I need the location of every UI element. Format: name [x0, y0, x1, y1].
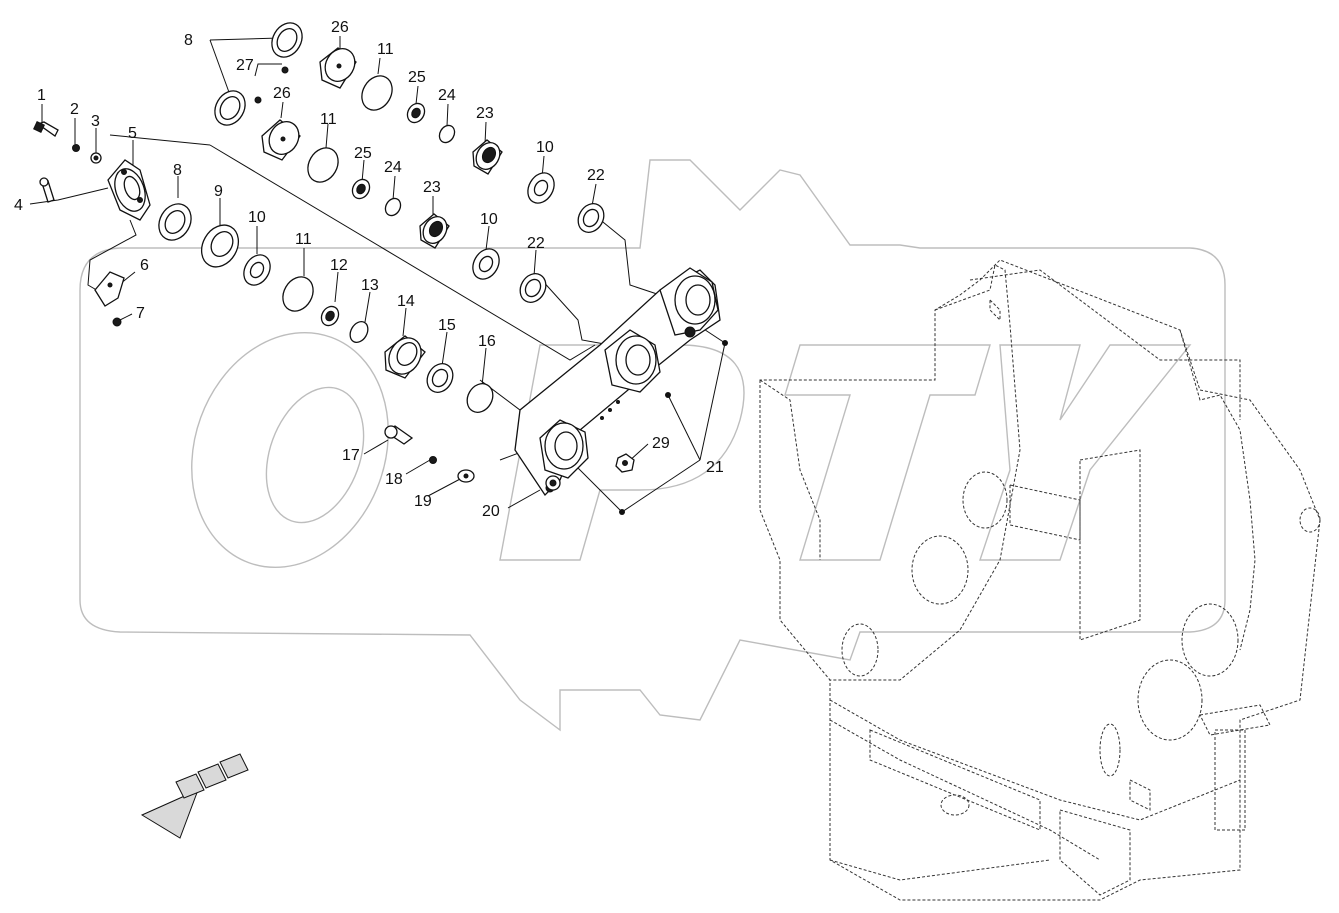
callout-6: 6	[140, 257, 149, 274]
part-ring-24a	[438, 124, 456, 144]
callout-5: 5	[128, 125, 137, 142]
watermark-logo	[79, 159, 1226, 732]
part-ring-13	[349, 321, 369, 343]
part-o-ring-11b	[307, 147, 339, 183]
part-bearing-14	[384, 335, 426, 379]
callout-25b: 25	[354, 145, 372, 162]
baler-frame	[759, 259, 1321, 901]
part-bolt-1	[33, 121, 59, 137]
part-washer-18	[429, 456, 437, 464]
callout-8b: 8	[173, 162, 182, 179]
callout-13: 13	[361, 277, 379, 294]
callout-20: 20	[482, 503, 500, 520]
callout-2: 2	[70, 101, 79, 118]
part-bolt-17	[384, 425, 414, 445]
part-ring-24b	[384, 197, 402, 217]
leader-lines	[29, 36, 726, 513]
callout-12: 12	[330, 257, 348, 274]
callout-26a: 26	[331, 19, 349, 36]
callout-23b: 23	[423, 179, 441, 196]
callout-17: 17	[342, 447, 360, 464]
part-nut-3	[90, 152, 102, 164]
part-ring-12	[320, 305, 340, 327]
callout-10b: 10	[480, 211, 498, 228]
callout-22a: 22	[587, 167, 605, 184]
part-ring-16	[466, 383, 494, 413]
callout-8a: 8	[184, 32, 193, 49]
part-ring-15	[426, 363, 454, 393]
callout-1: 1	[37, 87, 46, 104]
part-seal-ring-8c	[158, 203, 192, 241]
callout-10a: 10	[536, 139, 554, 156]
callout-7: 7	[136, 305, 145, 322]
callout-26b: 26	[273, 85, 291, 102]
callout-24b: 24	[384, 159, 402, 176]
part-ring-25b	[351, 178, 371, 200]
part-ring-25a	[406, 102, 426, 124]
part-o-ring-11a	[361, 75, 393, 111]
callout-19: 19	[414, 493, 432, 510]
part-washer-10a	[243, 254, 271, 286]
callout-22b: 22	[527, 235, 545, 252]
callout-labels: 1 2 3 4 5 6 7 8 8 9 10 10 10 11 11 11 12…	[14, 19, 724, 520]
callout-4: 4	[14, 197, 23, 214]
part-bolt-4	[39, 177, 55, 203]
part-o-ring-11c	[282, 276, 314, 312]
part-bracket-6	[94, 271, 125, 307]
part-bearing-23a	[472, 139, 503, 175]
part-washer-22a	[577, 203, 605, 233]
part-nut-7	[112, 317, 122, 327]
part-washer-19	[457, 469, 475, 483]
part-nut-20	[545, 475, 561, 491]
callout-25a: 25	[408, 69, 426, 86]
part-bearing-9	[200, 224, 240, 268]
callout-11a: 11	[377, 41, 394, 58]
callout-23a: 23	[476, 105, 494, 122]
part-bearing-23b	[419, 213, 450, 249]
part-washer-10c	[527, 172, 555, 204]
part-bush-26a	[319, 47, 357, 89]
part-grease-nipple-27b	[254, 96, 262, 104]
part-grease-nipple-27a	[281, 66, 289, 74]
part-washer-10b	[472, 248, 500, 280]
part-bush-26b	[261, 119, 301, 161]
direction-arrow-icon	[140, 753, 249, 839]
part-seal-ring-8a	[271, 22, 303, 58]
part-bearing-flange-5	[107, 159, 151, 221]
callout-16: 16	[478, 333, 496, 350]
callout-9: 9	[214, 183, 223, 200]
callout-21: 21	[706, 459, 724, 476]
callout-24a: 24	[438, 87, 456, 104]
callout-18: 18	[385, 471, 403, 488]
part-washer-2	[72, 144, 80, 152]
part-washer-22b	[519, 273, 547, 303]
callout-3: 3	[91, 113, 100, 130]
part-nut-29	[615, 453, 635, 473]
callout-15: 15	[438, 317, 456, 334]
callout-11b: 11	[320, 111, 337, 128]
callout-14: 14	[397, 293, 415, 310]
part-seal-ring-8b	[214, 90, 246, 126]
callout-27: 27	[236, 57, 254, 74]
callout-29: 29	[652, 435, 670, 452]
callout-10c: 10	[248, 209, 266, 226]
callout-11c: 11	[295, 231, 312, 248]
reference-dots-21	[619, 340, 728, 515]
